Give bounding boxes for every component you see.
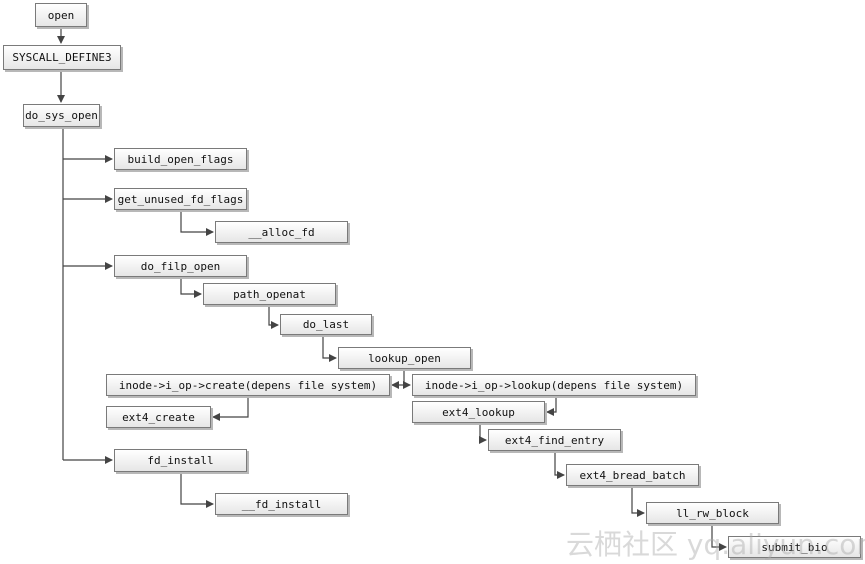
node-lookup-open: lookup_open	[338, 347, 471, 369]
node-syscall-define3: SYSCALL_DEFINE3	[3, 45, 121, 70]
node-inode-lookup: inode->i_op->lookup(depens file system)	[412, 374, 696, 396]
edge-submit-bio	[711, 524, 727, 551]
node-submit-bio: submit_bio	[728, 536, 861, 558]
edge-alloc-fd	[180, 210, 214, 236]
node-do-last: do_last	[280, 314, 372, 335]
node-open: open	[35, 3, 87, 27]
node-get-unused-fd-flags: get_unused_fd_flags	[114, 188, 247, 210]
edge-lookup-open	[322, 335, 337, 362]
edge-ext4-lookup	[546, 396, 557, 416]
node-alloc-fd: __alloc_fd	[215, 221, 348, 243]
edge-path-openat	[180, 277, 202, 298]
edge-do-last	[268, 305, 279, 329]
node-fd-install: fd_install	[114, 449, 247, 472]
node-ll-rw-block: ll_rw_block	[646, 502, 779, 524]
node-do-sys-open: do_sys_open	[23, 104, 100, 127]
edge-fd-install-inner	[180, 472, 214, 508]
node-fd-install-inner: __fd_install	[215, 493, 348, 515]
edge-ext4-create	[212, 396, 249, 421]
node-ext4-bread-batch: ext4_bread_batch	[566, 464, 699, 486]
node-build-open-flags: build_open_flags	[114, 148, 247, 170]
edge-ll-rw-block	[631, 486, 645, 517]
node-ext4-find-entry: ext4_find_entry	[488, 429, 621, 451]
node-do-filp-open: do_filp_open	[114, 255, 247, 277]
node-ext4-lookup: ext4_lookup	[412, 401, 545, 423]
edge-ext4-find-entry	[479, 423, 487, 444]
node-path-openat: path_openat	[203, 283, 336, 305]
node-inode-create: inode->i_op->create(depens file system)	[106, 374, 390, 396]
node-ext4-create: ext4_create	[106, 406, 211, 428]
edge-ext4-bread-batch	[554, 451, 565, 479]
